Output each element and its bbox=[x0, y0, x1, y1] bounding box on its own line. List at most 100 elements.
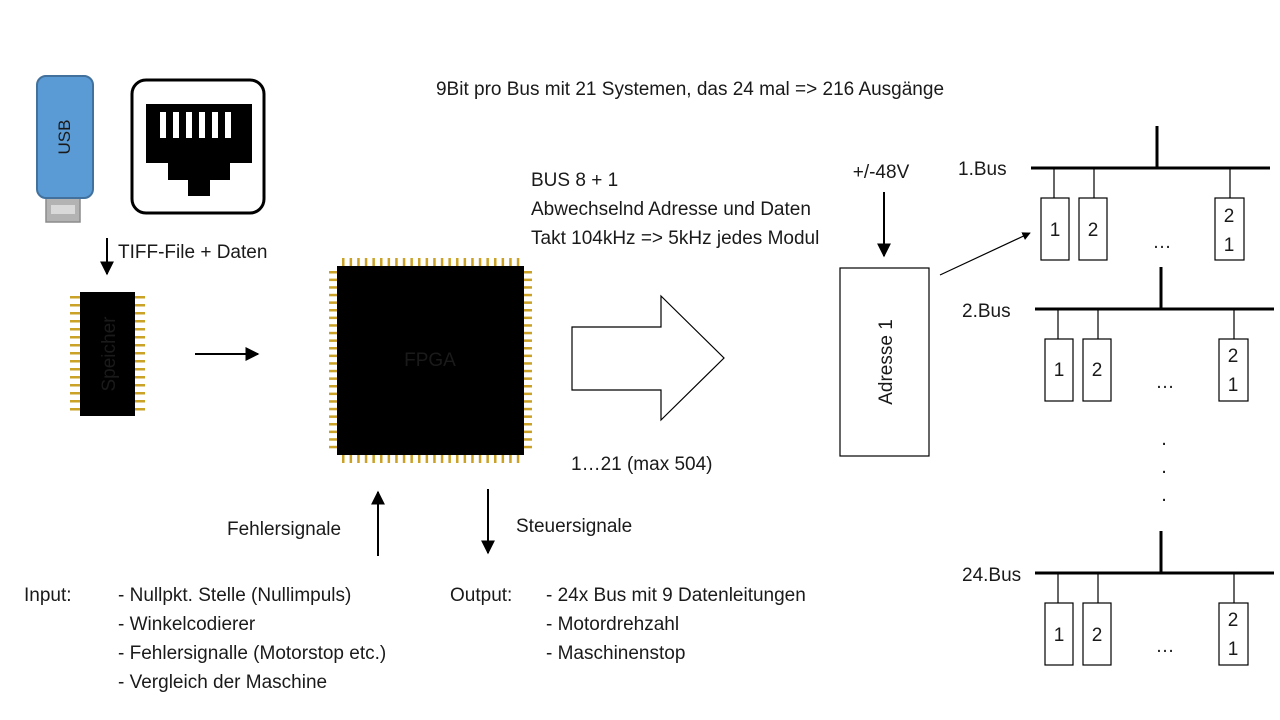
memory-label: Speicher bbox=[99, 316, 120, 392]
chip-pin bbox=[524, 362, 532, 365]
bus-module-21-label-top: 2 bbox=[1224, 206, 1235, 227]
chip-pin bbox=[372, 258, 375, 266]
vertical-dot: . bbox=[1161, 484, 1167, 506]
chip-pin bbox=[372, 455, 375, 463]
chip-pin bbox=[135, 384, 145, 387]
chip-pin bbox=[329, 347, 337, 350]
chip-pin bbox=[329, 339, 337, 342]
chip-pin bbox=[135, 408, 145, 411]
usb-stick-icon: USB bbox=[36, 75, 94, 223]
address-to-bus-connector bbox=[939, 232, 1031, 276]
bus-module-1 bbox=[1044, 338, 1074, 402]
bus-module-1-label: 1 bbox=[1050, 220, 1061, 241]
voltage-label: +/-48V bbox=[853, 162, 910, 183]
chip-pin bbox=[329, 445, 337, 449]
address-box bbox=[839, 267, 930, 457]
chip-pin bbox=[524, 445, 532, 449]
chip-pin bbox=[509, 258, 512, 266]
chip-pin bbox=[494, 455, 497, 463]
chip-pin bbox=[329, 354, 337, 358]
chip-pin bbox=[524, 301, 532, 304]
chip-pin bbox=[329, 369, 337, 373]
chip-pin bbox=[524, 331, 532, 335]
module-count-label: 1…21 (max 504) bbox=[571, 454, 713, 475]
chip-pin bbox=[70, 344, 80, 347]
chip-pin bbox=[70, 368, 80, 371]
bus-1: 1.Bus 1 2 2 1 … bbox=[958, 126, 1270, 261]
chip-pin bbox=[380, 258, 383, 266]
bus-module-21 bbox=[1214, 197, 1245, 261]
chip-pin bbox=[70, 376, 80, 379]
chip-pin bbox=[524, 354, 532, 358]
chip-pin bbox=[135, 312, 145, 315]
chip-pin bbox=[329, 362, 337, 365]
chip-pin bbox=[402, 258, 406, 266]
chip-pin bbox=[395, 455, 398, 463]
chip-pin bbox=[425, 258, 429, 266]
chip-pin bbox=[425, 455, 429, 463]
bus-module-2-label: 2 bbox=[1092, 360, 1103, 381]
tiff-label: TIFF-File + Daten bbox=[118, 242, 267, 263]
chip-pin bbox=[516, 258, 520, 266]
chip-pin bbox=[329, 400, 337, 403]
bus-module-21-label-bottom: 1 bbox=[1228, 639, 1239, 660]
chip-pin bbox=[135, 360, 145, 363]
chip-pin bbox=[501, 455, 505, 463]
bus-info-line2: Abwechselnd Adresse und Daten bbox=[531, 199, 811, 220]
chip-pin bbox=[357, 258, 360, 266]
error-signal-label: Fehlersignale bbox=[227, 519, 341, 540]
chip-pin bbox=[463, 455, 467, 463]
chip-pin bbox=[70, 352, 80, 355]
chip-pin bbox=[329, 377, 337, 380]
chip-pin bbox=[329, 430, 337, 434]
chip-pin bbox=[342, 258, 345, 266]
input-item: - Fehlersignalle (Motorstop etc.) bbox=[118, 643, 386, 664]
fpga-to-address-block-arrow bbox=[571, 294, 725, 422]
bus-module-21-label-bottom: 1 bbox=[1224, 235, 1235, 256]
chip-pin bbox=[524, 293, 532, 297]
chip-pin bbox=[456, 455, 459, 463]
chip-pin bbox=[524, 347, 532, 350]
output-item: - 24x Bus mit 9 Datenleitungen bbox=[546, 585, 806, 606]
chip-pin bbox=[364, 258, 368, 266]
chip-pin bbox=[135, 296, 145, 299]
chip-pin bbox=[364, 455, 368, 463]
fpga-label: FPGA bbox=[404, 350, 456, 371]
chip-pin bbox=[516, 455, 520, 463]
chip-pin bbox=[524, 316, 532, 320]
bus-module-21 bbox=[1218, 602, 1249, 666]
chip-pin bbox=[440, 258, 444, 266]
chip-pin bbox=[70, 336, 80, 339]
chip-pin bbox=[329, 423, 337, 426]
bus-modules-ellipsis: … bbox=[1156, 372, 1175, 393]
chip-pin bbox=[486, 258, 489, 266]
chip-pin bbox=[329, 293, 337, 297]
chip-pin bbox=[524, 438, 532, 441]
output-item: - Motordrehzahl bbox=[546, 614, 679, 635]
chip-pin bbox=[329, 301, 337, 304]
chip-pin bbox=[494, 258, 497, 266]
chip-pin bbox=[135, 304, 145, 307]
chip-pin bbox=[524, 369, 532, 373]
chip-pin bbox=[456, 258, 459, 266]
chip-pin bbox=[478, 455, 482, 463]
input-item: - Vergleich der Maschine bbox=[118, 672, 327, 693]
memory-chip: Speicher bbox=[70, 292, 145, 416]
bus-module-21-label-top: 2 bbox=[1228, 346, 1239, 367]
chip-pin bbox=[448, 455, 451, 463]
chip-pin bbox=[329, 438, 337, 441]
chip-pin bbox=[70, 360, 80, 363]
chip-pin bbox=[70, 392, 80, 395]
chip-pin bbox=[135, 320, 145, 323]
chip-pin bbox=[418, 455, 421, 463]
chip-pin bbox=[70, 296, 80, 299]
chip-pin bbox=[524, 377, 532, 380]
chip-pin bbox=[329, 392, 337, 396]
chip-pin bbox=[509, 455, 512, 463]
ethernet-port-icon bbox=[130, 78, 266, 215]
bus-24: 24.Bus 1 2 2 1 … bbox=[962, 531, 1274, 666]
bus-module-2 bbox=[1082, 602, 1112, 666]
bus-module-1-label: 1 bbox=[1054, 360, 1065, 381]
chip-pin bbox=[329, 278, 337, 282]
